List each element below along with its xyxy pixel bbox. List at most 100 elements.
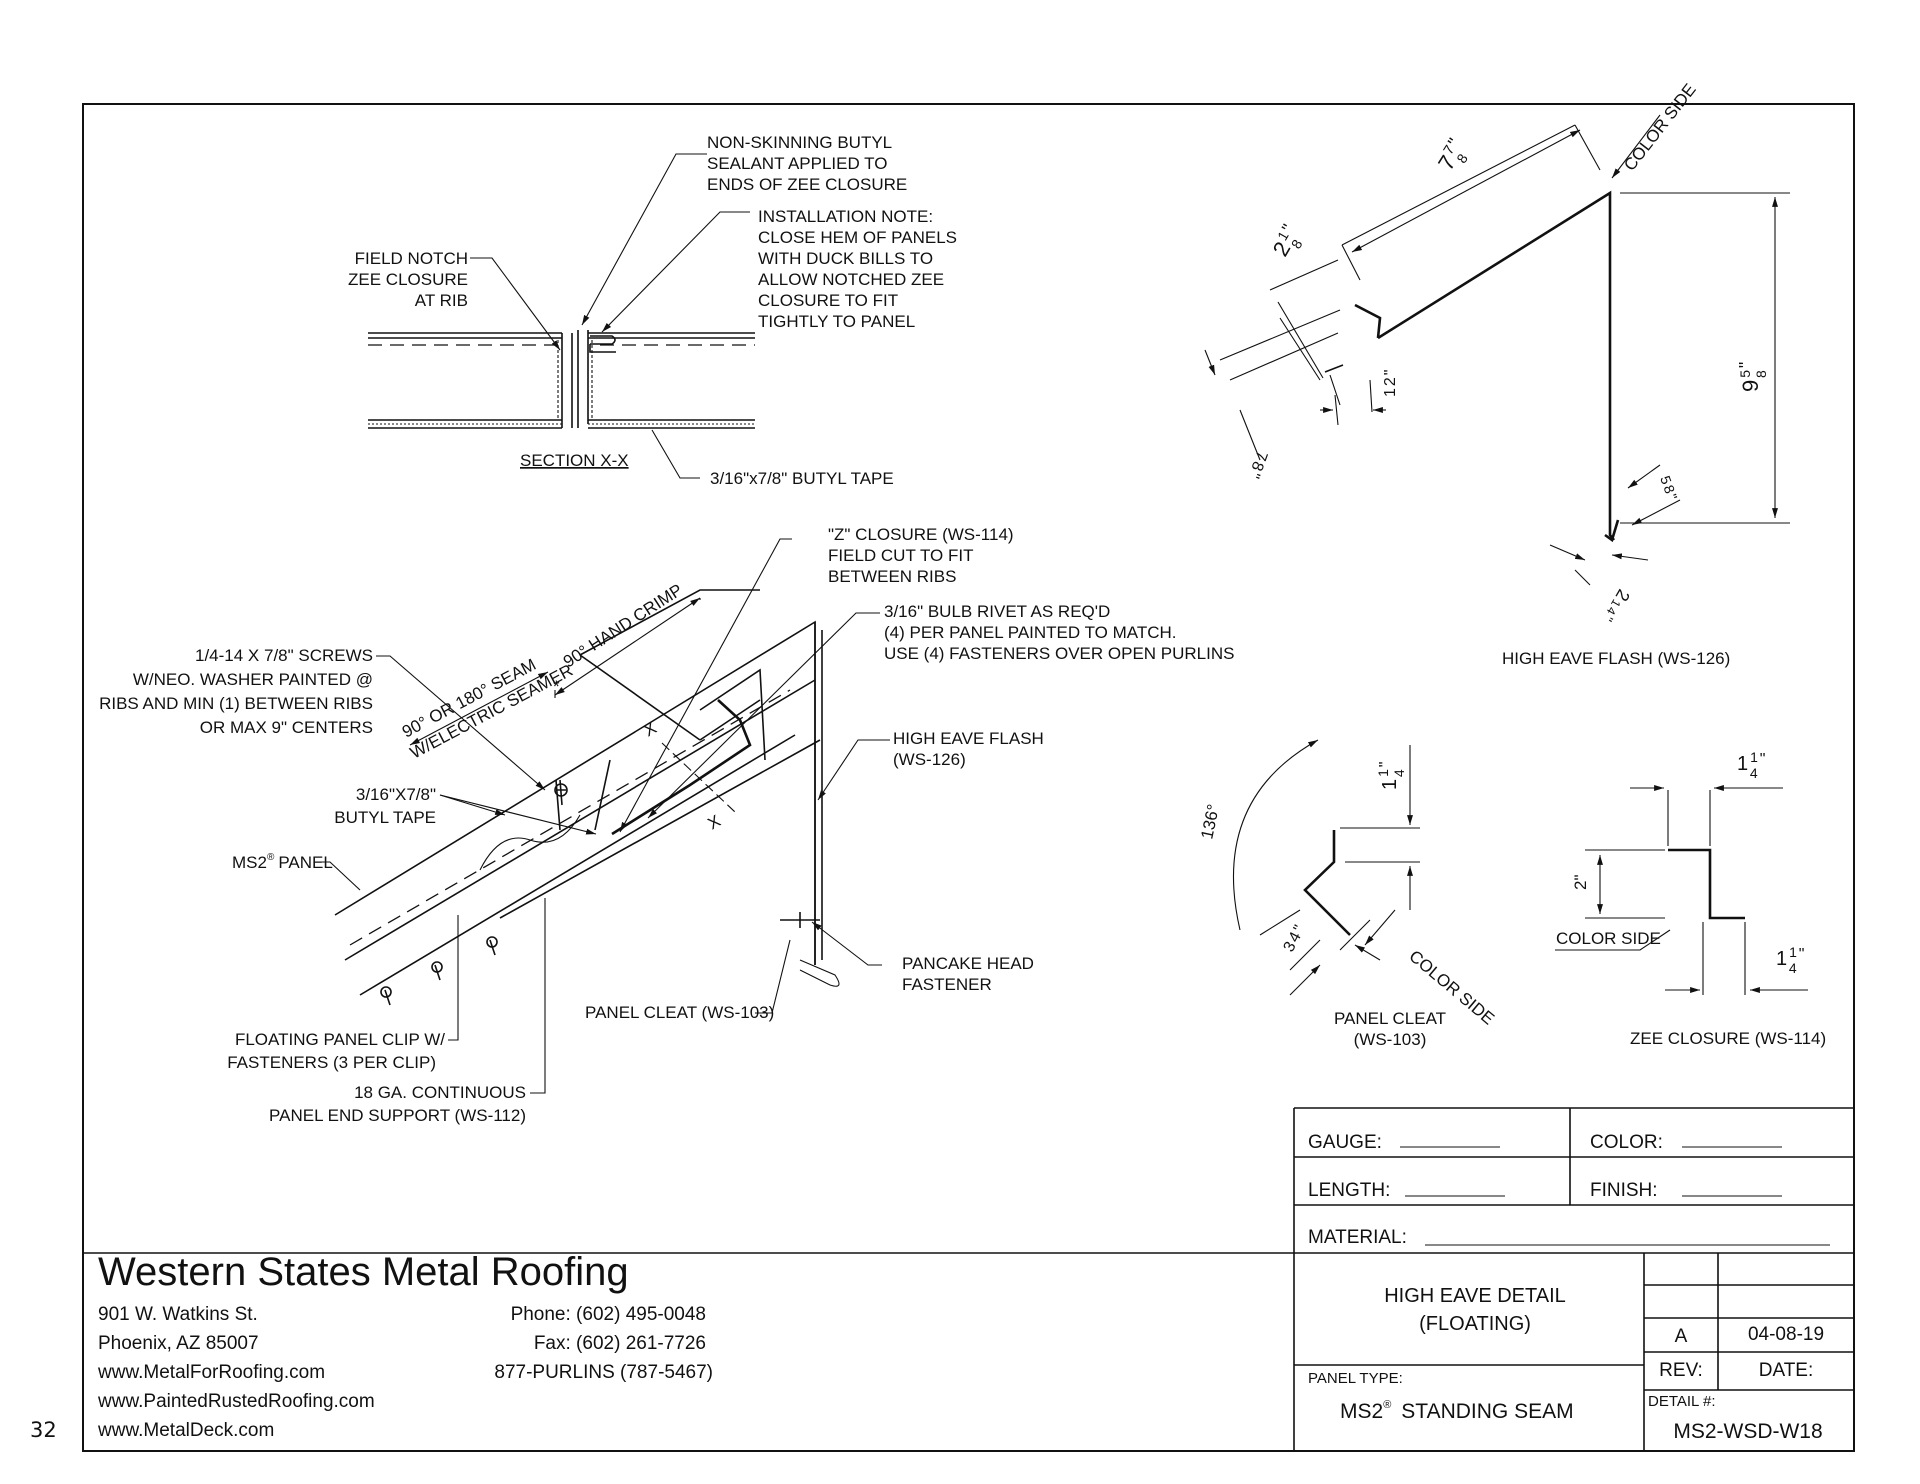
hand-crimp-label: 90° HAND CRIMP (560, 580, 686, 671)
svg-text:HIGH EAVE FLASH(WS-126): HIGH EAVE FLASH (WS-126) (893, 729, 1044, 769)
installation-note-line-4: ALLOW NOTCHED ZEE (758, 270, 944, 289)
svg-text:PANEL CLEAT(WS-103): PANEL CLEAT (WS-103) (1334, 1009, 1446, 1049)
screws-line-3: RIBS AND MIN (1) BETWEEN RIBS (99, 694, 373, 713)
website-metalforroofing[interactable]: www.MetalForRoofing.com (97, 1362, 325, 1383)
zee-dim-middle: 2" (1571, 875, 1590, 891)
non-skinning-line-1: NON-SKINNING BUTYL (707, 133, 892, 152)
date-value: 04-08-19 (1748, 1324, 1824, 1345)
installation-note-line-6: TIGHTLY TO PANEL (758, 312, 915, 331)
main-flash-line-2: (WS-126) (893, 750, 966, 769)
svg-text:58": 58" (1657, 474, 1680, 503)
zee-dim-bottom-num: 1 (1789, 944, 1797, 960)
svg-text:INSTALLATION NOTE:CLOSE HEM OF: INSTALLATION NOTE:CLOSE HEM OF PANELSWIT… (758, 207, 957, 331)
zee-dim-bottom-whole: 1 (1776, 948, 1787, 970)
svg-text:958": 958" (1736, 362, 1769, 392)
detail-number-label: DETAIL #: (1648, 1393, 1716, 1410)
panel-type-registered: ® (1383, 1399, 1391, 1411)
svg-text:FLOATING PANEL CLIP W/FASTENER: FLOATING PANEL CLIP W/FASTENERS (3 PER C… (227, 1030, 445, 1072)
cleat-dim-top-inch: " (1377, 762, 1394, 768)
zee-dim-bottom-den: 4 (1789, 960, 1797, 976)
installation-note-line-5: CLOSURE TO FIT (758, 291, 898, 310)
detail-title-line-1: HIGH EAVE DETAIL (1384, 1285, 1566, 1307)
main-butyl-line-1: 3/16"X7/8" (356, 785, 436, 804)
color-label: COLOR: (1590, 1132, 1663, 1153)
length-label: LENGTH: (1308, 1180, 1390, 1201)
flash-color-side-label: COLOR SIDE (1620, 80, 1700, 174)
main-panel-cleat-label: PANEL CLEAT (WS-103) (585, 1003, 774, 1022)
pancake-line-1: PANCAKE HEAD (902, 954, 1034, 973)
installation-note-line-2: CLOSE HEM OF PANELS (758, 228, 957, 247)
zee-dim-top-den: 4 (1750, 765, 1758, 781)
address-line-2: Phoenix, AZ 85007 (98, 1333, 259, 1354)
flash-dim-hem-inch: " (1382, 370, 1399, 376)
svg-text:114": 114" (1375, 762, 1407, 790)
non-skinning-line-2: SEALANT APPLIED TO (707, 154, 887, 173)
svg-text:901 W. Watkins St.Phoenix, AZ: 901 W. Watkins St. Phoenix, AZ 85007 www.M… (97, 1304, 375, 1441)
cleat-caption-line-2: (WS-103) (1354, 1030, 1427, 1049)
section-x-x-title: SECTION X-X (520, 451, 629, 470)
zee-dim-top-inch: " (1760, 751, 1766, 768)
zee-dim-top-whole: 1 (1737, 753, 1748, 775)
field-notch-line-3: AT RIB (415, 291, 468, 310)
bulb-rivet-line-2: (4) PER PANEL PAINTED TO MATCH. (884, 623, 1177, 642)
flash-dim-right-inch: " (1736, 362, 1756, 368)
svg-text:218": 218" (1266, 221, 1310, 264)
ms2-registered-mark: ® (267, 852, 275, 863)
screws-line-2: W/NEO. WASHER PAINTED @ (133, 670, 373, 689)
gauge-label: GAUGE: (1308, 1132, 1382, 1153)
website-metaldeck[interactable]: www.MetalDeck.com (97, 1420, 274, 1441)
seam-asterisk: * (553, 677, 560, 696)
svg-text:MS2®STANDING SEAM: MS2® STANDING SEAM (1340, 1399, 1574, 1423)
main-flash-line-1: HIGH EAVE FLASH (893, 729, 1044, 748)
non-skinning-line-3: ENDS OF ZEE CLOSURE (707, 175, 907, 194)
detail-title-line-2: (FLOATING) (1419, 1313, 1531, 1335)
cleat-caption-line-1: PANEL CLEAT (1334, 1009, 1446, 1028)
finish-label: FINISH: (1590, 1180, 1658, 1201)
svg-text:34": 34" (1281, 923, 1309, 955)
website-paintedrusted[interactable]: www.PaintedRustedRoofing.com (97, 1391, 375, 1412)
cleat-dim-top-num: 1 (1375, 769, 1391, 777)
section-butyl-tape-label: 3/16"x7/8" BUTYL TAPE (710, 469, 894, 488)
flash-dim-hem-num: 1 (1382, 388, 1399, 397)
flash-dim-right-den: 8 (1753, 370, 1769, 378)
floating-clip-line-2: FASTENERS (3 PER CLIP) (227, 1053, 436, 1072)
svg-text:778": 778" (1431, 135, 1475, 178)
z-closure-line-3: BETWEEN RIBS (828, 567, 956, 586)
page-number: 32 (30, 1418, 57, 1442)
floating-clip-line-1: FLOATING PANEL CLIP W/ (235, 1030, 445, 1049)
panel-type-value: STANDING SEAM (1401, 1400, 1573, 1423)
end-support-line-2: PANEL END SUPPORT (WS-112) (269, 1106, 526, 1125)
address-line-1: 901 W. Watkins St. (98, 1304, 258, 1325)
svg-text:114": 114" (1737, 749, 1765, 781)
purlins-number: 877-PURLINS (787-5467) (494, 1362, 713, 1383)
detail-number-value: MS2-WSD-W18 (1673, 1420, 1822, 1443)
high-eave-flash-profile: COLOR SIDE 778" 218" 12" 78" 958" 58" 21… (1204, 80, 1790, 668)
bulb-rivet-line-1: 3/16" BULB RIVET AS REQ'D (884, 602, 1110, 621)
cut-mark-top: X (641, 718, 660, 740)
ms2-panel-label: PANEL (278, 853, 333, 872)
panel-type-prefix: MS2 (1340, 1400, 1383, 1423)
svg-text:3/16"X7/8"BUTYL TAPE: 3/16"X7/8"BUTYL TAPE (334, 785, 436, 827)
cleat-angle-label: 136° (1197, 802, 1223, 840)
flash-dim-right-num: 5 (1737, 370, 1753, 378)
screws-line-4: OR MAX 9" CENTERS (200, 718, 373, 737)
panel-type-label: PANEL TYPE: (1308, 1370, 1403, 1387)
title-block: GAUGE: COLOR: LENGTH: FINISH: MATERIAL: … (83, 1107, 1854, 1451)
svg-text:114": 114" (1776, 944, 1804, 976)
svg-text:MS2®PANEL: MS2®PANEL (232, 852, 333, 872)
zee-color-side-label: COLOR SIDE (1556, 929, 1661, 948)
end-support-line-1: 18 GA. CONTINUOUS (354, 1083, 526, 1102)
zee-caption: ZEE CLOSURE (WS-114) (1630, 1029, 1826, 1048)
svg-text:214": 214" (1599, 586, 1634, 626)
flash-dim-hem-den: 2 (1382, 377, 1399, 386)
ms2-prefix: MS2 (232, 853, 267, 872)
fax-number: Fax: (602) 261-7726 (534, 1333, 706, 1354)
rev-value: A (1675, 1326, 1688, 1347)
